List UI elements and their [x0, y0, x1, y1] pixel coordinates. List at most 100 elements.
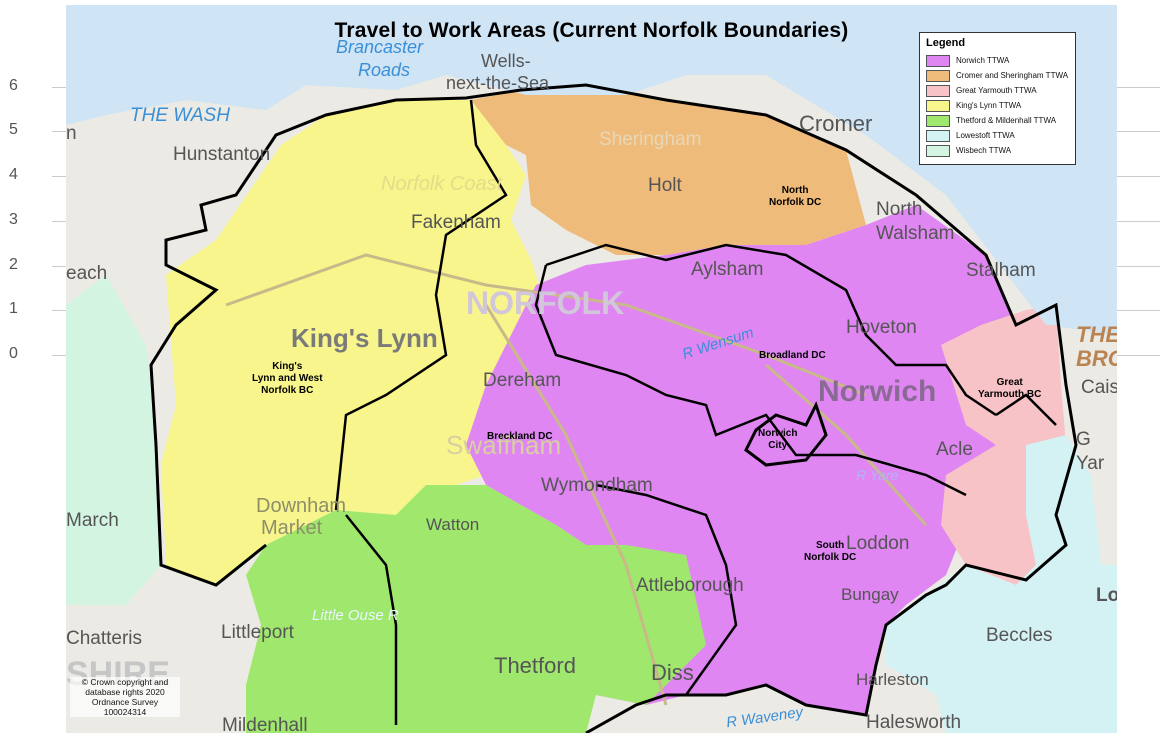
breckland-west-boundary — [345, 514, 398, 725]
place-label-hoveton: Hoveton — [846, 317, 917, 338]
legend-title: Legend — [926, 37, 966, 49]
place-label-kings-lynn: King's Lynn — [291, 323, 438, 353]
road-a47 — [225, 253, 867, 397]
place-label-swaffham: Swaffham — [446, 430, 562, 460]
place-label-lo: Lo — [1096, 585, 1117, 606]
legend-label: Wisbech TTWA — [956, 146, 1012, 155]
place-label-diss: Diss — [651, 660, 694, 685]
norwich-city-boundary — [744, 401, 828, 467]
legend-label: Norwich TTWA — [956, 56, 1010, 65]
place-label-r-yare: R Yare — [856, 467, 899, 483]
kings-lynn-ttwa — [161, 100, 546, 585]
y-tick-label: 5 — [9, 121, 18, 138]
y-tick-label: 4 — [9, 166, 18, 183]
lowestoft-ttwa — [886, 435, 1117, 733]
broadland-north-boundary — [545, 243, 997, 417]
place-label-little-ouse: Little Ouse R — [312, 607, 399, 624]
place-label-each: each — [66, 263, 108, 284]
map-title: Travel to Work Areas (Current Norfolk Bo… — [334, 19, 849, 42]
district-label-north-norfolk: North Norfolk DC — [769, 185, 822, 208]
norfolk-ttwa-map: Travel to Work Areas (Current Norfolk Bo… — [66, 5, 1117, 733]
legend-swatch — [926, 114, 950, 127]
legend-item: Thetford & Mildenhall TTWA — [926, 113, 1069, 128]
breckland-south-boundary — [595, 483, 738, 696]
place-label-hunstanton: Hunstanton — [173, 144, 271, 165]
place-label-watton: Watton — [426, 515, 480, 534]
place-label-stalham: Stalham — [966, 260, 1036, 281]
road-a11 — [484, 304, 668, 706]
legend-swatch — [926, 99, 950, 112]
place-label-north-walsham: North Walsham — [876, 199, 955, 244]
place-label-bungay: Bungay — [841, 585, 899, 604]
legend-label: Thetford & Mildenhall TTWA — [956, 116, 1057, 125]
great-yarmouth-ttwa — [941, 305, 1066, 585]
place-label-thetford: Thetford — [494, 653, 576, 678]
place-label-downham: Downham — [256, 495, 347, 517]
place-label-norfolk-coast: Norfolk Coast — [381, 173, 503, 195]
place-label-aylsham: Aylsham — [691, 259, 764, 280]
cromer-sheringham-ttwa — [471, 85, 866, 255]
place-label-the-broads: THE BROADS — [1076, 322, 1117, 371]
road-a146 — [765, 363, 928, 526]
y-tick-label: 6 — [9, 77, 18, 94]
legend-item: Wisbech TTWA — [926, 143, 1069, 158]
legend-label: Great Yarmouth TTWA — [956, 86, 1037, 95]
legend-item: Great Yarmouth TTWA — [926, 83, 1069, 98]
place-label-brancaster: Brancaster — [336, 37, 424, 57]
place-label-harleston: Harleston — [856, 670, 929, 689]
district-label-breckland: Breckland DC — [487, 431, 553, 442]
map-canvas — [66, 5, 1117, 733]
broadland-south-boundary — [534, 264, 967, 497]
legend-swatch — [926, 129, 950, 142]
place-label-wells: Wells- — [481, 51, 531, 71]
legend: Legend Norwich TTWA Cromer and Sheringha… — [919, 32, 1076, 165]
place-label-wells-sea: next-the-Sea — [446, 73, 550, 93]
y-tick-label: 3 — [9, 211, 18, 228]
district-label-norwich-city: Norwich City — [758, 428, 798, 451]
place-label-loddon: Loddon — [846, 533, 910, 554]
copyright-notice: © Crown copyright and database rights 20… — [70, 677, 180, 717]
great-yarmouth-boundary — [995, 393, 1057, 426]
place-label-cromer: Cromer — [799, 111, 873, 136]
legend-label: Lowestoft TTWA — [956, 131, 1015, 140]
place-label-n: n — [66, 123, 77, 144]
place-label-norwich: Norwich — [818, 375, 937, 408]
y-tick-label: 1 — [9, 300, 18, 317]
place-label-the-wash: THE WASH — [130, 105, 230, 126]
place-label-roads: Roads — [358, 60, 411, 80]
place-label-g-yar: G Yar — [1076, 429, 1105, 474]
place-label-dereham: Dereham — [483, 370, 562, 391]
place-label-market: Market — [261, 517, 323, 539]
kings-lynn-district-boundary — [334, 99, 508, 511]
legend-swatch — [926, 54, 950, 67]
legend-label: King's Lynn TTWA — [956, 101, 1022, 110]
place-label-littleport: Littleport — [221, 622, 294, 643]
place-label-halesworth: Halesworth — [866, 712, 962, 733]
place-label-mildenhall: Mildenhall — [222, 715, 308, 733]
district-label-kings-lynn: King's Lynn and West Norfolk BC — [252, 361, 323, 396]
place-label-attleborough: Attleborough — [636, 575, 744, 596]
thetford-mildenhall-ttwa — [246, 485, 706, 733]
place-label-fakenham: Fakenham — [411, 212, 501, 233]
legend-item: Norwich TTWA — [926, 53, 1069, 68]
legend-item: Lowestoft TTWA — [926, 128, 1069, 143]
place-label-sheringham: Sheringham — [599, 129, 702, 150]
district-label-broadland: Broadland DC — [759, 350, 826, 361]
district-label-great-yarmouth: Great Yarmouth BC — [978, 377, 1042, 400]
legend-label: Cromer and Sheringham TTWA — [956, 71, 1069, 80]
place-label-chatteris: Chatteris — [66, 628, 143, 649]
place-label-norfolk: NORFOLK — [466, 285, 625, 321]
legend-item: King's Lynn TTWA — [926, 98, 1069, 113]
place-label-beccles: Beccles — [986, 625, 1053, 646]
place-label-wymondham: Wymondham — [541, 475, 653, 496]
place-label-acle: Acle — [936, 439, 973, 460]
sea-area — [66, 5, 1117, 325]
place-label-holt: Holt — [648, 175, 682, 196]
place-label-caister: Caister — [1081, 377, 1117, 398]
wisbech-area — [66, 275, 161, 605]
legend-swatch — [926, 84, 950, 97]
y-tick-label: 0 — [9, 345, 18, 362]
district-label-south-norfolk: South Norfolk DC — [804, 540, 857, 563]
legend-swatch — [926, 69, 950, 82]
y-tick-label: 2 — [9, 256, 18, 273]
